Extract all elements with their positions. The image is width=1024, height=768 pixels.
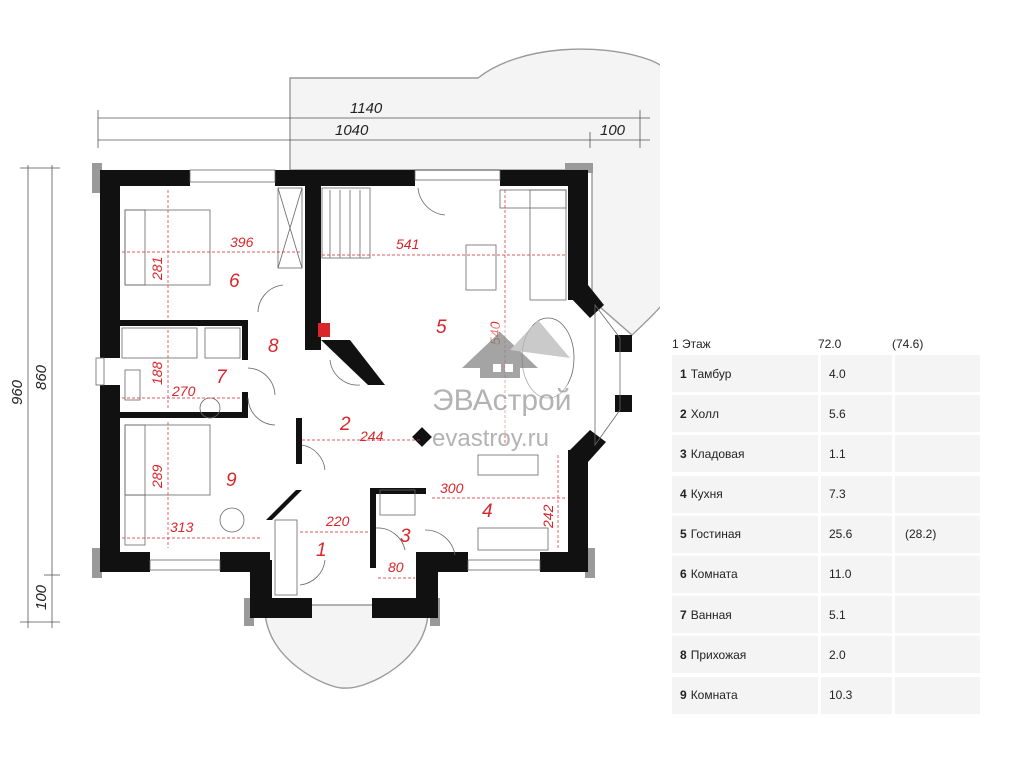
room-name: Комната — [690, 688, 738, 702]
room4-height: 242 — [540, 504, 556, 529]
room-num: 3 — [680, 446, 687, 461]
room6-width: 396 — [230, 234, 254, 250]
room-num: 2 — [680, 406, 687, 421]
room-name: Кладовая — [690, 446, 745, 461]
bay-depth-label: 100 — [600, 122, 626, 139]
room-number-8: 8 — [268, 336, 279, 357]
room-num: 6 — [680, 567, 687, 582]
room-number-3: 3 — [400, 526, 411, 547]
room-area-alt — [892, 555, 980, 593]
room-area-alt — [892, 395, 980, 433]
watermark-logo — [456, 320, 570, 434]
room6-height: 281 — [149, 257, 165, 281]
room4-width: 300 — [440, 480, 464, 496]
room-area-alt — [892, 475, 980, 513]
total-area-alt: (74.6) — [892, 337, 924, 351]
left-dimension-lines — [20, 165, 60, 628]
measurement-guides — [122, 190, 566, 579]
room-area-alt — [892, 355, 980, 392]
room-number-9: 9 — [226, 470, 237, 491]
room-area-alt — [892, 676, 980, 714]
room7-height: 188 — [149, 361, 165, 385]
room-num: 1 — [680, 366, 687, 381]
room7-width: 270 — [171, 383, 196, 399]
top-dimension-lines — [97, 110, 650, 148]
room-area-alt — [892, 435, 980, 473]
room1-width: 220 — [325, 513, 350, 529]
room-area: 11.0 — [818, 555, 892, 593]
room-area: 5.1 — [818, 596, 892, 634]
room5-width: 541 — [396, 236, 419, 252]
room-area: 4.0 — [818, 355, 892, 392]
room-num: 8 — [680, 647, 687, 662]
fireplace-icon — [318, 323, 330, 337]
inner-height-label: 860 — [33, 364, 50, 390]
room-number-4: 4 — [482, 501, 493, 522]
room-name: Кухня — [690, 487, 723, 502]
room-num: 9 — [680, 688, 687, 702]
porch-depth-label: 100 — [33, 584, 50, 610]
overall-width-label: 1140 — [350, 100, 383, 117]
room-number-6: 6 — [229, 271, 240, 292]
room-num: 4 — [680, 487, 687, 502]
inner-width-label: 1040 — [335, 122, 369, 139]
room-num: 5 — [680, 527, 687, 542]
room9-width: 313 — [170, 519, 194, 535]
room-name: Ванная — [690, 607, 732, 622]
walls — [100, 170, 632, 618]
furniture-and-openings — [95, 169, 621, 596]
room2-width: 244 — [359, 428, 384, 444]
room3-width: 80 — [388, 559, 404, 575]
legend-header: 1 Этаж 72.0 (74.6) — [672, 333, 980, 355]
room-name: Прихожая — [690, 647, 747, 662]
floor-label: 1 Этаж — [672, 337, 711, 351]
watermark-site: evastroy.ru — [432, 425, 549, 452]
watermark-brand: ЭВАстрой — [432, 384, 571, 417]
floor-plan: 1140 1040 100 960 860 100 — [9, 48, 660, 689]
porch-outline — [264, 604, 429, 689]
room-name: Тамбур — [690, 366, 732, 381]
room-area-alt — [892, 596, 980, 634]
room-number-5: 5 — [436, 317, 447, 338]
room-area-alt: (28.2) — [892, 515, 980, 553]
total-area: 72.0 — [818, 337, 842, 351]
room-name: Холл — [690, 406, 719, 421]
room-area: 5.6 — [818, 395, 892, 433]
room-area: 10.3 — [818, 676, 892, 714]
room-number-2: 2 — [339, 414, 351, 435]
room-num: 7 — [680, 607, 687, 622]
room-area: 1.1 — [818, 435, 892, 473]
room-name: Гостиная — [690, 527, 742, 542]
room-area: 25.6 — [818, 515, 892, 553]
room9-height: 289 — [149, 464, 165, 489]
overall-height-label: 960 — [9, 379, 26, 405]
room-area: 2.0 — [818, 636, 892, 674]
room-area: 7.3 — [818, 475, 892, 513]
room-number-7: 7 — [216, 367, 228, 388]
room-number-1: 1 — [316, 540, 327, 561]
room-area-alt — [892, 636, 980, 674]
room-name: Комната — [690, 567, 738, 582]
terrace-outline — [289, 48, 660, 336]
